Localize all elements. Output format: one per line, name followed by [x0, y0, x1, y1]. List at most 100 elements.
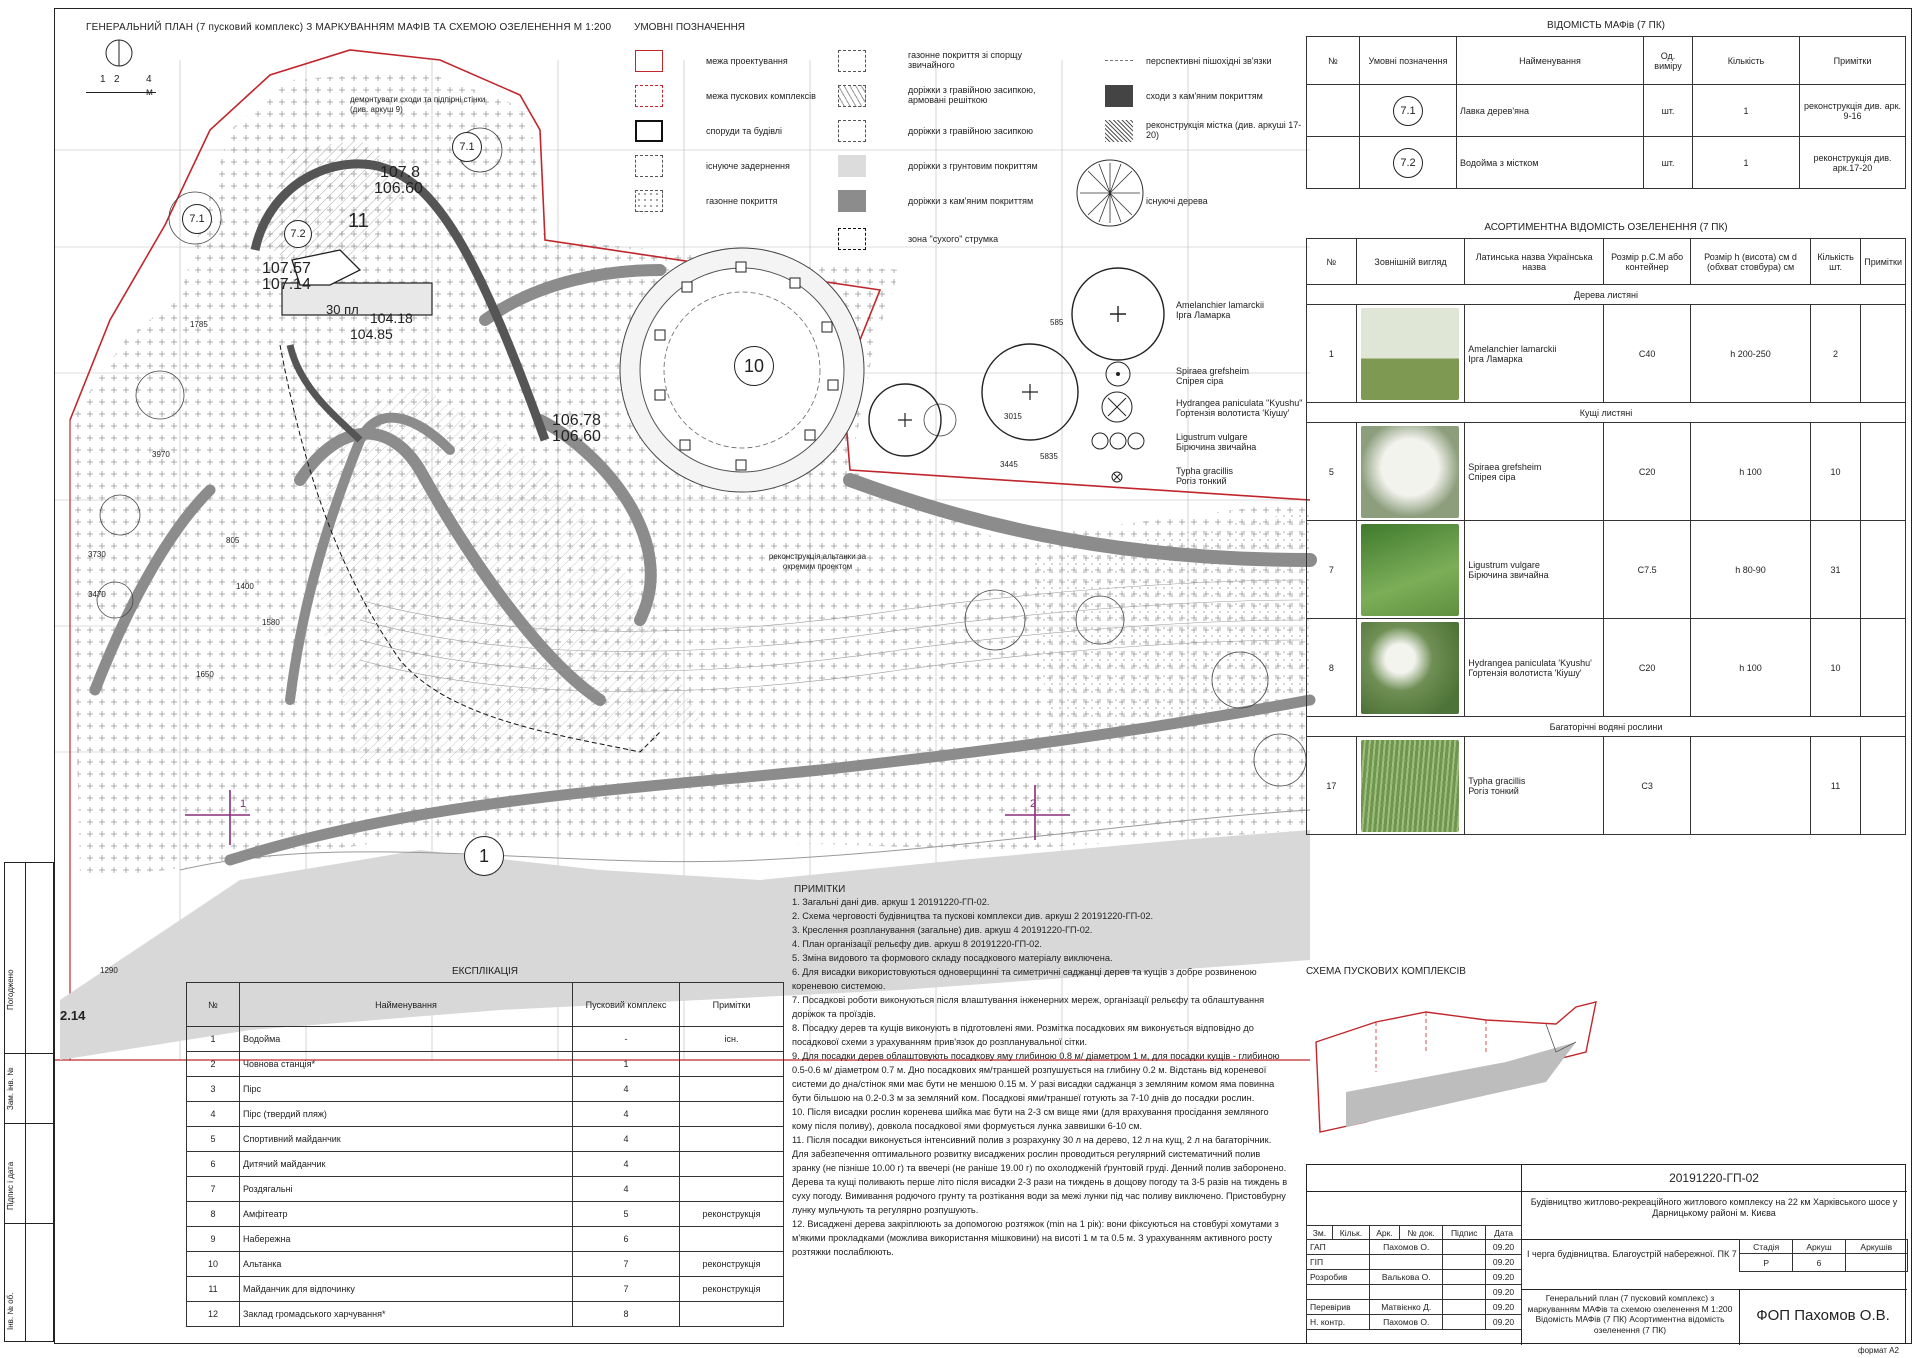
- legend-plant-ukr: Гортензія волотиста 'Кіушу': [1176, 408, 1290, 418]
- table-row: 7.2 Водойма з містком шт. 1 реконструкці…: [1306, 136, 1906, 189]
- green-cell-photo: [1355, 736, 1466, 835]
- amelanchier-symbol-icon: [1071, 267, 1165, 361]
- green-ukr: Ірга Ламарка: [1468, 353, 1523, 364]
- expl-header: Примітки: [679, 982, 784, 1027]
- green-cell-container: C20: [1602, 618, 1692, 717]
- sheet-title: Генеральний план (7 пусковий комплекс) з…: [1527, 1293, 1733, 1335]
- legend-label: існуючі дерева: [1146, 196, 1208, 206]
- legend-label: доріжки з гравійною засипкою: [908, 126, 1034, 136]
- legend-label: доріжки з гравійною засипкою, армовані р…: [908, 85, 1036, 105]
- maf-marker-text: 7.1: [459, 141, 475, 153]
- green-ukr: Гортензія волотиста 'Кіушу': [1468, 667, 1582, 678]
- green-lat: Hydrangea paniculata 'Kyushu': [1468, 657, 1592, 668]
- green-ukr: Спірея сіра: [1468, 471, 1516, 482]
- expl-cell-pk: 6: [572, 1226, 680, 1252]
- table-row: 8 Hydrangea paniculata 'Kyushu'Гортензія…: [1306, 618, 1906, 717]
- scheme-title: СХЕМА ПУСКОВИХ КОМПЛЕКСІВ: [1306, 966, 1466, 977]
- legend-title: УМОВНІ ПОЗНАЧЕННЯ: [634, 22, 746, 33]
- note-item: 5. Зміна видового та формового складу по…: [792, 952, 1113, 963]
- master-plan-drawing: [55, 49, 1317, 1061]
- notes-block: 1. Загальні дані див. аркуш 1 20191220-Г…: [792, 896, 1290, 1260]
- maf-symbol-badge: 7.2: [1393, 147, 1423, 178]
- maf-cell-name: Лавка дерев'яна: [1456, 84, 1644, 137]
- maf-header: Од. виміру: [1643, 36, 1693, 85]
- section-marker-2: 2: [1030, 798, 1037, 810]
- green-cell-container: C40: [1602, 304, 1692, 403]
- stamp-name: Пахомов О.: [1369, 1314, 1444, 1330]
- maf-table: № Умовні позначення Найменування Од. вим…: [1306, 36, 1906, 189]
- dimension-label: 1290: [100, 966, 118, 975]
- typha-symbol-icon: [1111, 471, 1123, 483]
- green-cell-qty: 10: [1809, 618, 1862, 717]
- green-cell-num: 7: [1306, 520, 1357, 619]
- stamp-header: Підпис: [1442, 1225, 1487, 1240]
- notes-title: ПРИМІТКИ: [794, 884, 846, 895]
- stamp-role: Розробив: [1305, 1269, 1371, 1285]
- legend-label: перспективні пішохідні зв'язки: [1146, 56, 1272, 66]
- legend-plant-ukr: Спірея сіра: [1176, 376, 1224, 386]
- company-name: ФОП Пахомов О.В.: [1756, 1307, 1890, 1324]
- green-cell-note: [1860, 304, 1906, 403]
- green-cell-size: [1690, 736, 1811, 835]
- stamp-signature: [1442, 1254, 1487, 1270]
- stage-header: Аркушів: [1844, 1239, 1909, 1254]
- label-area-1-text: 1: [478, 846, 489, 866]
- stage-value: [1844, 1253, 1909, 1272]
- spiraea-symbol-icon: [1105, 361, 1131, 387]
- expl-cell-num: 9: [186, 1226, 240, 1252]
- green-cell-qty: 2: [1809, 304, 1862, 403]
- expl-cell-name: Пірс: [239, 1076, 573, 1102]
- maf-cell-name: Водойма з містком: [1456, 136, 1644, 189]
- legend-swatch-gravel: [838, 120, 866, 142]
- maf-cell-note: реконструкція див. арк. 9-16: [1799, 84, 1906, 137]
- expl-cell-name: Роздягальні: [239, 1176, 573, 1202]
- side-label-agreed: Погоджено: [6, 969, 15, 1010]
- dimension-label: 585: [1050, 318, 1064, 327]
- stage-header: Стадія: [1738, 1239, 1794, 1254]
- side-label-inv-number: Інв. № об.: [6, 1292, 15, 1330]
- legend-plant-lat: Spiraea grefsheim: [1176, 366, 1250, 376]
- green-header: Зовнішній вигляд: [1355, 238, 1466, 285]
- expl-cell-note: [679, 1301, 784, 1327]
- label-area-10-text: 10: [743, 356, 765, 376]
- green-cell-note: [1860, 422, 1906, 521]
- elevation-label: 107.8: [380, 164, 421, 181]
- legend-swatch-stone-stairs: [1105, 85, 1133, 107]
- legend-swatch-launch-boundary: [635, 85, 663, 107]
- hydrangea-symbol-icon: [1101, 391, 1133, 423]
- dimension-label: 1650: [196, 670, 214, 679]
- existing-tree-icon: [1076, 159, 1144, 227]
- maf-cell-unit: шт.: [1643, 84, 1693, 137]
- expl-cell-pk: 5: [572, 1201, 680, 1227]
- legend-label: газонне покриття зі спорщу звичайного: [908, 50, 1022, 70]
- table-row: Н. контр.Пахомов О.09.20: [1305, 1314, 1522, 1330]
- project-name: Будівництво житлово-рекреаційного житлов…: [1530, 1197, 1898, 1219]
- maf-marker-text: 7.1: [189, 213, 205, 225]
- legend-swatch-soil-path: [838, 155, 866, 177]
- green-cell-container: C7.5: [1602, 520, 1692, 619]
- green-cell-photo: [1355, 422, 1466, 521]
- legend-label: зона "сухого" струмка: [908, 234, 999, 244]
- legend-label: сходи з кам'яним покриттям: [1146, 91, 1263, 101]
- legend-swatch-bridge: [1105, 120, 1133, 142]
- green-cell-name: Hydrangea paniculata 'Kyushu'Гортензія в…: [1464, 618, 1604, 717]
- expl-cell-num: 2: [186, 1051, 240, 1077]
- legend-label: межа проектування: [706, 56, 788, 66]
- note-item: 2. Схема черговості будівництва та пуско…: [792, 910, 1153, 921]
- explication-table: № Найменування Пусковий комплекс Примітк…: [186, 982, 784, 1327]
- green-header: Кількість шт.: [1809, 238, 1862, 285]
- note-item: 11. Після посадки виконується інтенсивни…: [792, 1134, 1288, 1215]
- stamp-name: Валькова О.: [1369, 1269, 1444, 1285]
- legend-swatch-gravel-grid: [838, 85, 866, 107]
- expl-cell-pk: 4: [572, 1126, 680, 1152]
- maf-table-title: ВІДОМІСТЬ МАФів (7 ПК): [1546, 20, 1666, 31]
